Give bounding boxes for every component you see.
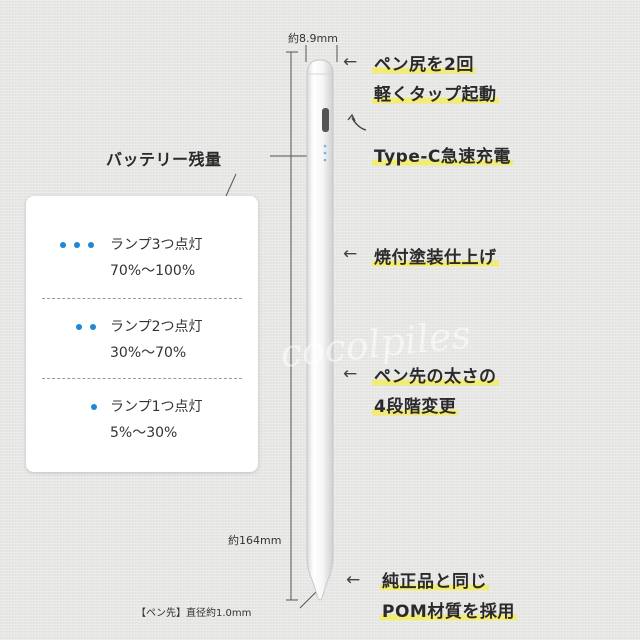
charging-text: Type-C急速充電 bbox=[372, 147, 513, 167]
divider bbox=[42, 378, 242, 379]
charging-feature: Type-C急速充電 bbox=[372, 142, 513, 167]
finish-text: 焼付塗装仕上げ bbox=[372, 248, 499, 268]
double-tap-text-1: ペン尻を2回 bbox=[372, 55, 476, 75]
tip-material-text-2: POM材質を採用 bbox=[380, 602, 517, 622]
thickness-feature-line1: ペン先の太さの bbox=[372, 362, 499, 387]
lamp-range: 30%〜70% bbox=[110, 345, 187, 361]
length-dimension-label: 約164mm bbox=[228, 534, 282, 547]
battery-pointer bbox=[225, 173, 237, 197]
double-tap-text-2: 軽くタップ起動 bbox=[372, 85, 499, 105]
tip-material-text-1: 純正品と同じ bbox=[380, 572, 489, 592]
lamp-range: 5%〜30% bbox=[110, 425, 178, 441]
lamp-dot bbox=[88, 242, 94, 248]
stylus-pen-image bbox=[306, 59, 334, 601]
lamp-dot bbox=[74, 242, 80, 248]
lamp-dot bbox=[90, 324, 96, 330]
arrow-left-icon: ← bbox=[343, 364, 358, 384]
lamp-dot bbox=[60, 242, 66, 248]
lamp-label: ランプ3つ点灯 bbox=[110, 237, 203, 253]
curved-arrow-icon bbox=[347, 113, 367, 131]
lamp-dots-2 bbox=[76, 324, 96, 330]
lamp-range: 70%〜100% bbox=[110, 263, 196, 279]
double-tap-feature-line2: 軽くタップ起動 bbox=[372, 80, 499, 105]
type-c-port bbox=[322, 108, 329, 132]
lamp-dots-3 bbox=[60, 242, 94, 248]
arrow-left-icon: ← bbox=[343, 52, 358, 72]
arrow-left-icon: ← bbox=[343, 244, 358, 264]
double-tap-feature-line1: ペン尻を2回 bbox=[372, 50, 476, 75]
tip-material-feature-line1: 純正品と同じ bbox=[380, 567, 489, 592]
arrow-left-icon: ← bbox=[346, 570, 361, 590]
battery-level-panel: ランプ3つ点灯 70%〜100% ランプ2つ点灯 30%〜70% ランプ1つ点灯… bbox=[26, 196, 258, 472]
width-dimension-label: 約8.9mm bbox=[288, 32, 338, 45]
thickness-text-2: 4段階変更 bbox=[372, 397, 459, 417]
battery-title: バッテリー残量 bbox=[106, 150, 222, 169]
lamp-dots-1 bbox=[91, 404, 97, 410]
lamp-dot bbox=[76, 324, 82, 330]
thickness-feature-line2: 4段階変更 bbox=[372, 392, 459, 417]
tip-material-feature-line2: POM材質を採用 bbox=[380, 597, 517, 622]
divider bbox=[42, 298, 242, 299]
finish-feature: 焼付塗装仕上げ bbox=[372, 243, 499, 268]
lamp-label: ランプ1つ点灯 bbox=[110, 399, 203, 415]
tip-diameter-label: 【ペン先】直径約1.0mm bbox=[136, 608, 252, 619]
lamp-dot bbox=[91, 404, 97, 410]
thickness-text-1: ペン先の太さの bbox=[372, 367, 499, 387]
lamp-label: ランプ2つ点灯 bbox=[110, 319, 203, 335]
